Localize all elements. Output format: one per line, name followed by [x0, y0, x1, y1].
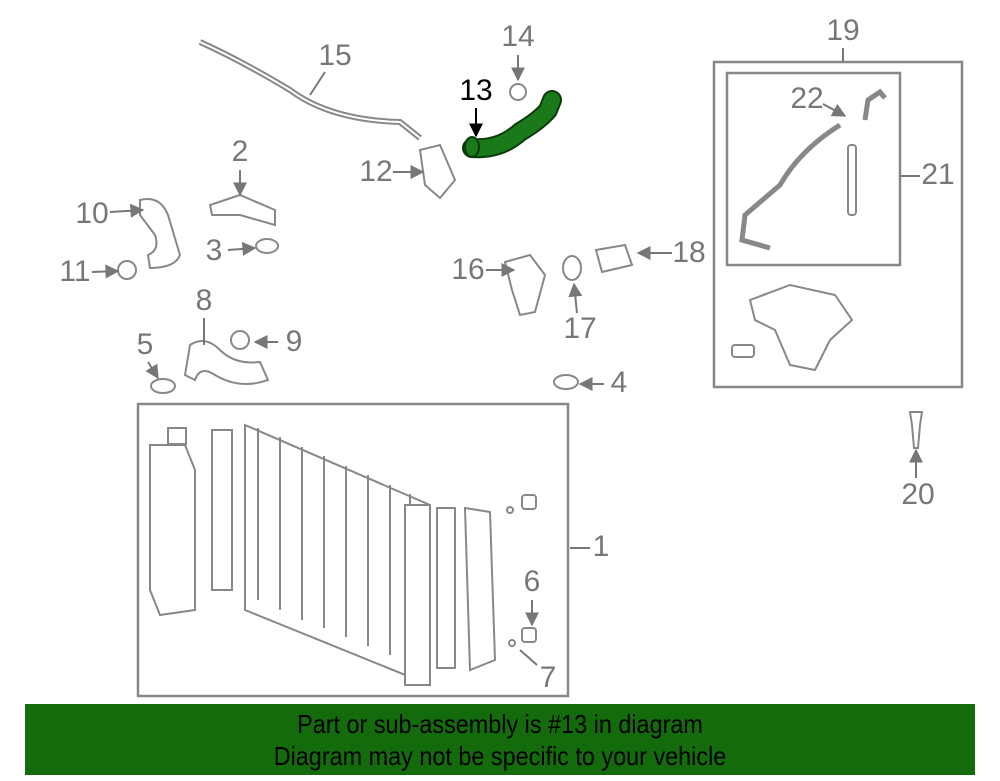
callout-17[interactable]: 17	[563, 312, 596, 345]
water-outlet-12[interactable]	[418, 143, 457, 200]
callout-16[interactable]: 16	[451, 253, 484, 286]
callout-1[interactable]: 1	[593, 530, 610, 563]
callout-22[interactable]: 22	[790, 82, 823, 115]
callout-18[interactable]: 18	[672, 236, 705, 269]
cushion-3[interactable]	[255, 238, 279, 254]
radiator-group-box	[136, 402, 570, 698]
thermostat-housing-16[interactable]	[503, 253, 547, 317]
callout-3[interactable]: 3	[206, 234, 223, 267]
banner-line-1: Part or sub-assembly is #13 in diagram	[297, 709, 703, 739]
callout-8[interactable]: 8	[196, 284, 213, 317]
callout-14[interactable]: 14	[501, 20, 534, 53]
callout-2[interactable]: 2	[232, 135, 249, 168]
radiator-tank-left[interactable]	[149, 427, 233, 617]
clamp-11[interactable]	[117, 260, 137, 280]
reservoir-group-box	[712, 60, 964, 389]
gasket-17[interactable]	[562, 255, 582, 281]
upper-radiator-hose-highlighted[interactable]	[462, 90, 562, 159]
callout-15[interactable]: 15	[318, 39, 351, 72]
callout-6[interactable]: 6	[524, 565, 541, 598]
lower-hose-8[interactable]	[183, 340, 270, 385]
callout-7[interactable]: 7	[540, 661, 557, 694]
callout-5[interactable]: 5	[137, 328, 154, 361]
reservoir-tank[interactable]	[748, 283, 854, 372]
callout-12[interactable]: 12	[359, 155, 392, 188]
callout-21[interactable]: 21	[921, 158, 954, 191]
callout-10[interactable]: 10	[75, 197, 108, 230]
radiator-tank-right[interactable]	[436, 494, 537, 672]
callout-13[interactable]: 13	[459, 74, 492, 107]
callout-11[interactable]: 11	[59, 255, 90, 288]
reservoir-hose-box	[725, 71, 902, 267]
overflow-hose[interactable]	[198, 39, 422, 141]
hose-10[interactable]	[139, 198, 182, 270]
cushion-5[interactable]	[150, 378, 176, 394]
thermostat-18[interactable]	[594, 243, 634, 274]
reservoir-hose[interactable]	[739, 122, 842, 251]
clamp-9[interactable]	[230, 330, 250, 350]
cushion-4[interactable]	[553, 374, 579, 390]
bolt-20[interactable]	[908, 411, 924, 449]
bracket-2[interactable]	[208, 193, 276, 227]
leader-lines	[91, 48, 923, 666]
part-info-banner: Part or sub-assembly is #13 in diagram D…	[25, 704, 975, 775]
callout-19[interactable]: 19	[826, 14, 859, 47]
callout-4[interactable]: 4	[611, 366, 628, 399]
clamp-14[interactable]	[509, 83, 527, 101]
radiator-core[interactable]	[244, 423, 431, 687]
banner-line-2: Diagram may not be specific to your vehi…	[273, 741, 727, 771]
callout-9[interactable]: 9	[286, 325, 303, 358]
bolt[interactable]	[731, 344, 755, 358]
callout-20[interactable]: 20	[901, 478, 934, 511]
